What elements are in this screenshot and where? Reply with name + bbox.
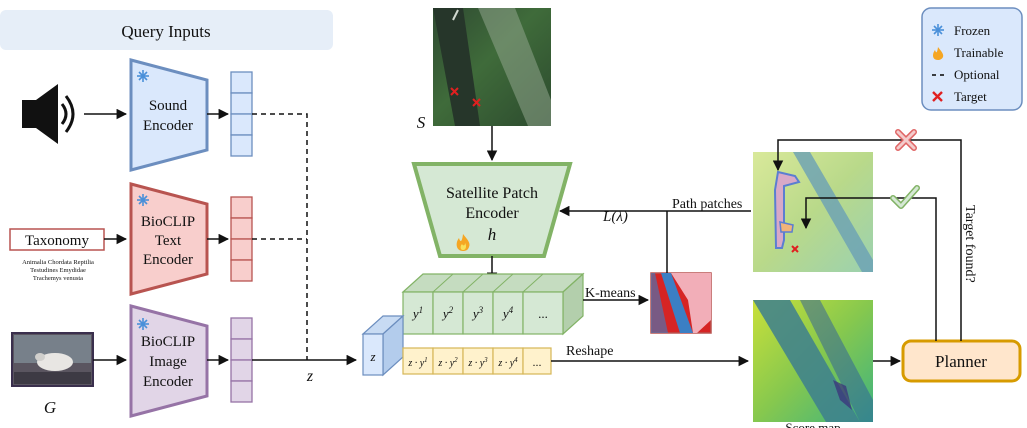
score-map — [753, 300, 873, 422]
kmeans-label: K-means — [585, 286, 636, 301]
query-inputs-panel: Query Inputs — [0, 10, 333, 50]
encoder-line1: Satellite Patch — [446, 185, 538, 202]
sound-embedding — [230, 71, 253, 157]
y-label-3: y3 — [471, 305, 484, 321]
planner-box: Planner — [901, 339, 1022, 383]
encoder-line2: Encoder — [465, 205, 519, 222]
legend: Frozen Trainable Optional Target — [921, 7, 1023, 111]
y-label-1: y1 — [411, 305, 423, 321]
zy-label-2: z · y2 — [437, 356, 458, 369]
cross-icon — [932, 91, 943, 102]
zy-label-more: ... — [533, 355, 542, 369]
snowflake-icon — [137, 194, 149, 206]
image-encoder-line2: Image — [149, 354, 187, 370]
speaker-icon — [22, 84, 75, 144]
flame-icon — [933, 47, 944, 60]
taxonomy-label: Taxonomy — [25, 233, 89, 249]
image-encoder-line3: Encoder — [143, 374, 193, 390]
zy-cell-more — [522, 347, 552, 375]
sound-encoder: Sound Encoder — [129, 58, 209, 172]
sound-encoder-line1: Sound — [149, 98, 188, 114]
y-label-more: ... — [538, 306, 548, 321]
taxonomy-line3: Trachemys venusta — [33, 275, 83, 282]
text-embedding — [230, 196, 253, 282]
turtle-image — [11, 332, 94, 387]
legend-target: Target — [954, 89, 987, 104]
satellite-image — [433, 8, 551, 126]
z-label: z — [306, 368, 314, 385]
accept-check-icon — [890, 185, 920, 209]
image-label-g: G — [44, 398, 56, 417]
zy-row: z · y1 z · y2 z · y3 z · y4 ... — [402, 347, 552, 375]
zy-cell-3 — [462, 347, 494, 375]
target-cross-icon — [791, 245, 799, 253]
feedback-yes-path — [800, 197, 937, 341]
z-cube: z — [361, 314, 405, 377]
kmeans-map — [650, 272, 712, 334]
snowflake-icon — [137, 70, 149, 82]
zy-label-1: z · y1 — [407, 356, 427, 369]
loss-label-visible: L(λ) — [602, 209, 628, 225]
image-embedding — [230, 317, 253, 403]
taxonomy-box: Taxonomy — [9, 228, 105, 251]
y-cell-3 — [462, 291, 494, 335]
reshape-label: Reshape — [566, 344, 613, 359]
dashed-sound-link — [252, 113, 308, 360]
text-encoder-line3: Encoder — [143, 252, 193, 268]
y-embedding-stack: y1 y2 y3 y4 ... — [401, 272, 585, 336]
y-label-2: y2 — [441, 305, 454, 321]
score-map-label: Score map — [785, 420, 840, 428]
taxonomy-line2: Testudines Emydidae — [30, 267, 86, 274]
zy-cell-1 — [402, 347, 434, 375]
encoder-symbol-h: h — [488, 225, 497, 244]
reject-cross-icon — [895, 129, 917, 151]
zy-label-4: z · y4 — [497, 356, 518, 369]
feedback-no-path — [772, 139, 962, 341]
query-inputs-title: Query Inputs — [121, 22, 210, 41]
text-encoder-line1: BioCLIP — [141, 214, 195, 230]
legend-frozen: Frozen — [954, 23, 991, 38]
path-patches-map — [753, 152, 873, 272]
zy-cell-2 — [432, 347, 464, 375]
planner-label: Planner — [935, 352, 987, 371]
legend-trainable: Trainable — [954, 45, 1004, 60]
satellite-label-s: S — [417, 113, 426, 132]
y-label-4: y4 — [501, 305, 514, 321]
y-cell-4 — [492, 291, 524, 335]
sound-encoder-line2: Encoder — [143, 118, 193, 134]
z-cube-label: z — [369, 349, 375, 364]
text-encoder: BioCLIP Text Encoder — [129, 182, 209, 296]
text-encoder-line2: Text — [155, 233, 182, 249]
taxonomy-line1: Animalia Chordata Reptilia — [22, 259, 94, 266]
path-patches-label: Path patches — [672, 197, 742, 212]
target-cross-icon — [450, 87, 481, 107]
target-found-label: Target found? — [962, 205, 977, 283]
snowflake-icon — [137, 318, 149, 330]
y-cell-1 — [402, 291, 434, 335]
legend-optional: Optional — [954, 67, 1000, 82]
satellite-patch-encoder: Satellite Patch Encoder h — [411, 162, 573, 258]
image-encoder: BioCLIP Image Encoder — [129, 304, 209, 418]
snowflake-icon — [932, 24, 944, 36]
flame-icon — [456, 234, 470, 251]
image-encoder-line1: BioCLIP — [141, 334, 195, 350]
y-cell-more — [522, 291, 564, 335]
zy-label-3: z · y3 — [467, 356, 488, 369]
